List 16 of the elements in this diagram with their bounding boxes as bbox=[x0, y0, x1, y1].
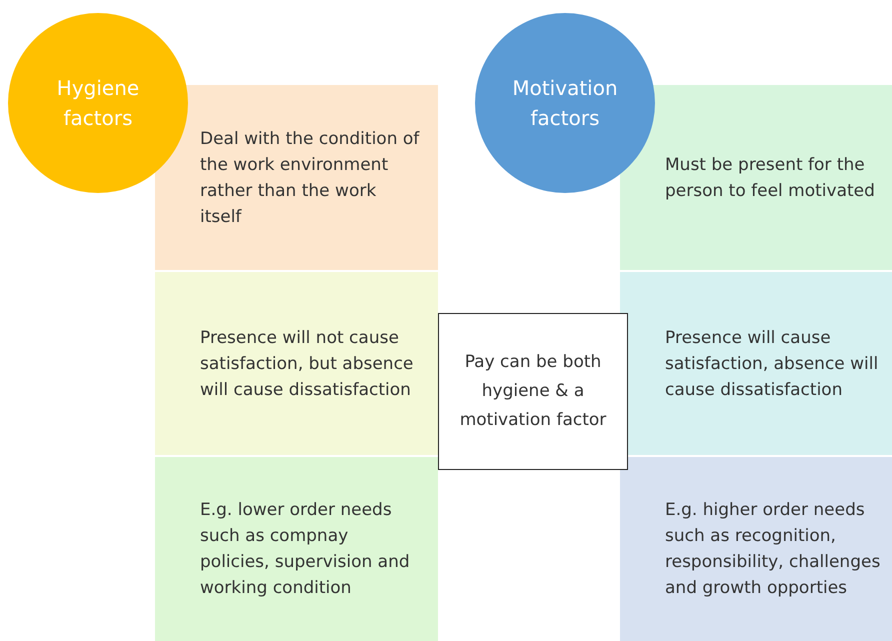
description-panel bbox=[620, 272, 892, 455]
description-panel bbox=[620, 85, 892, 270]
description-panel bbox=[155, 272, 438, 455]
description-panel bbox=[620, 457, 892, 641]
description-text: Must be present for the person to feel motivated bbox=[665, 154, 876, 202]
description-text: Deal with the condition of the work environment rather than the work itself bbox=[200, 128, 420, 228]
description-text: Presence will not cause satisfaction, but absence will cause dissatisfaction bbox=[200, 326, 414, 402]
description-text: E.g. lower order needs such as compnay policies, supervision and working condition bbox=[200, 499, 411, 600]
description-panel bbox=[155, 457, 438, 641]
category-label: Motivation factors bbox=[511, 75, 619, 132]
description-panel bbox=[155, 85, 438, 270]
description-text: Presence will cause satisfaction, absence will cause dissatisfaction bbox=[665, 326, 880, 402]
note-box bbox=[438, 313, 628, 470]
category-label: Hygiene factors bbox=[56, 75, 140, 132]
description-text: E.g. higher order needs such as recognition, responsibility, challenges and growth opporties bbox=[665, 499, 882, 600]
note-text: Pay can be both hygiene & a motivation factor bbox=[458, 351, 608, 432]
